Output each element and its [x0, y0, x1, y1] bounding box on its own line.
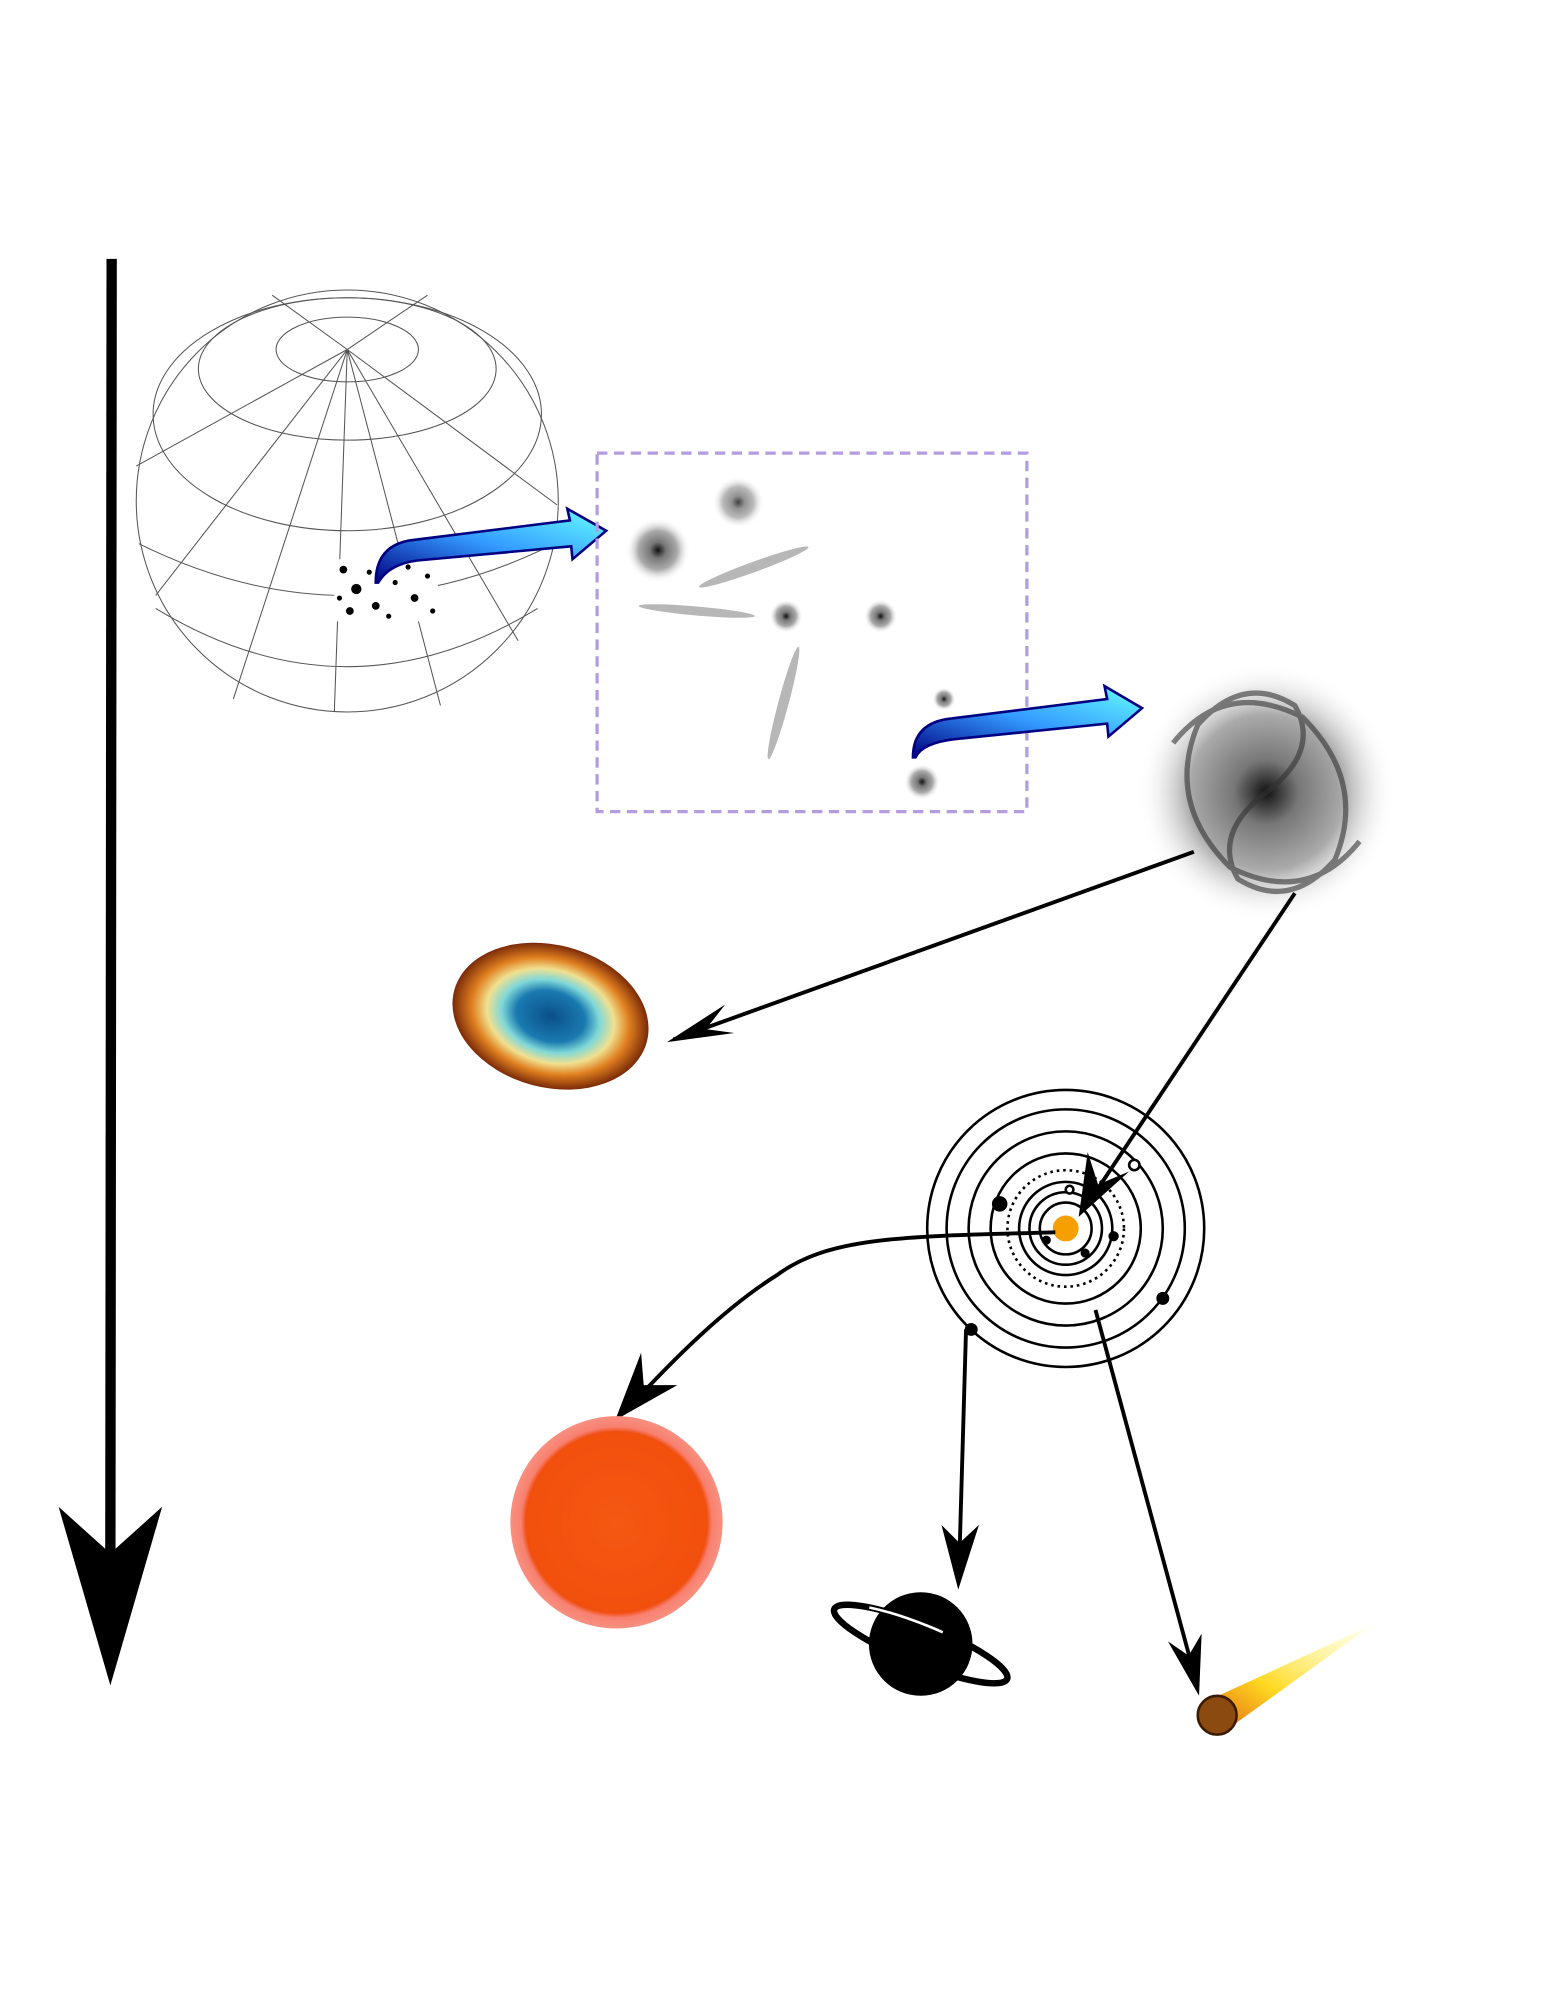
star-icon — [510, 1416, 723, 1629]
zoom-arrow-1 — [374, 506, 609, 584]
solar-system-to-star-arrow — [615, 1230, 1056, 1421]
solar-system-to-planet-arrow — [941, 1329, 979, 1590]
spiral-galaxy-icon — [1136, 662, 1396, 922]
galaxy-to-nebula-arrow — [666, 849, 1195, 1043]
solar-system-to-comet-arrow — [1093, 1309, 1202, 1696]
galaxy-to-solar-system-arrow — [1078, 892, 1297, 1217]
zoom-arrow-2 — [911, 683, 1145, 759]
ring-nebula-icon — [452, 942, 649, 1090]
solar-system-icon — [925, 1088, 1206, 1369]
planet-icon — [830, 1592, 1011, 1696]
comet-icon — [1196, 1624, 1373, 1736]
galaxy-field-icon — [595, 451, 1029, 814]
celestial-sphere-icon — [135, 289, 559, 713]
scale-arrow — [58, 258, 163, 1686]
